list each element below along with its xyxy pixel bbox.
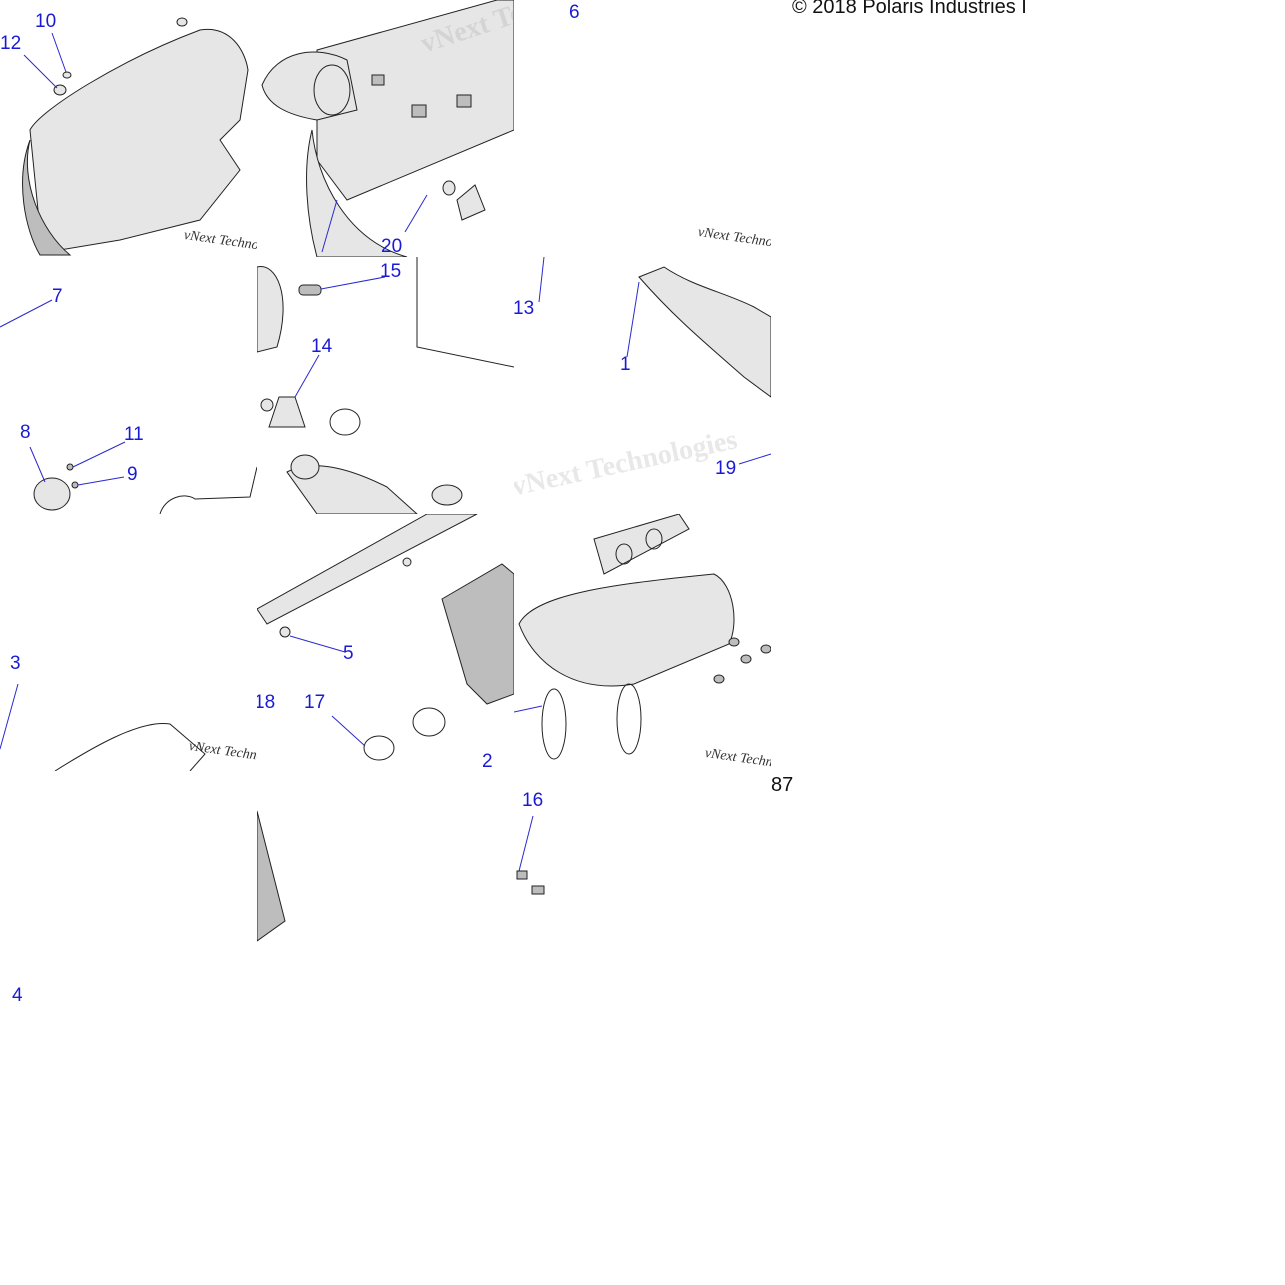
tile-bottom-bolts: 16 (514, 771, 547, 1028)
copyright-notice: © 2018 Polaris Industries Inc. (792, 0, 1028, 18)
fragment-label: 87 (771, 774, 794, 796)
callout-19: 19 (715, 458, 737, 479)
callout-11: 11 (124, 424, 144, 445)
tile-front-pipe: 13 1 19 vNext Technologies (514, 257, 771, 514)
spring-isolator-illustration (257, 257, 514, 514)
callout-18: 18 (257, 692, 276, 713)
callout-1: 1 (620, 354, 631, 375)
front-pipe-illustration (538, 257, 771, 465)
watermark-text: vNext Technologies (696, 225, 771, 255)
callout-15: 15 (380, 261, 402, 282)
tile-blank-upper: 6 vNext Technologies (514, 0, 771, 257)
callout-17: 17 (304, 692, 326, 713)
callout-4: 4 (12, 985, 23, 1006)
tile-heat-shield: 10 12 vNext Technologies (0, 0, 257, 257)
callout-10: 10 (35, 11, 57, 32)
callout-6: 6 (569, 2, 580, 23)
tile-bracket-left: 3 vNext Technologies (0, 514, 257, 771)
tile-bottom-plate (257, 771, 287, 946)
callout-16: 16 (522, 790, 544, 811)
tile-figure-id: C07018 (771, 257, 1028, 514)
callout-9: 9 (127, 464, 138, 485)
manifold-illustration (514, 514, 771, 760)
callout-14: 14 (311, 336, 333, 357)
tile-mount-plate: 5 17 18 2 (257, 514, 514, 771)
callout-2: 2 (482, 751, 493, 772)
clamp-illustration (0, 299, 257, 514)
tile-spring-isolator: 15 14 (257, 257, 514, 514)
bolts-illustration (516, 815, 545, 895)
callout-7: 7 (52, 286, 63, 307)
tile-clamp-left: 7 8 11 9 (0, 257, 257, 514)
callout-3: 3 (10, 653, 21, 674)
callout-12: 12 (0, 33, 22, 54)
tile-copyright: © 2018 Polaris Industries Inc. (771, 0, 1028, 257)
bracket-illustration (0, 683, 206, 771)
tile-bottom-left: 4 (0, 771, 33, 1028)
callout-5: 5 (343, 643, 354, 664)
plate-edge-illustration (257, 810, 286, 942)
callout-13: 13 (514, 298, 535, 319)
mount-plate-illustration (257, 514, 514, 761)
tile-fragment: 87 (771, 771, 801, 801)
muffler-illustration (261, 0, 514, 257)
heat-shield-illustration (22, 17, 249, 256)
callout-20: 20 (381, 236, 403, 257)
callout-8: 8 (20, 422, 31, 443)
tile-muffler: vNext Technologies 20 (257, 0, 514, 257)
tile-manifold: vNext Technologies (514, 514, 771, 771)
